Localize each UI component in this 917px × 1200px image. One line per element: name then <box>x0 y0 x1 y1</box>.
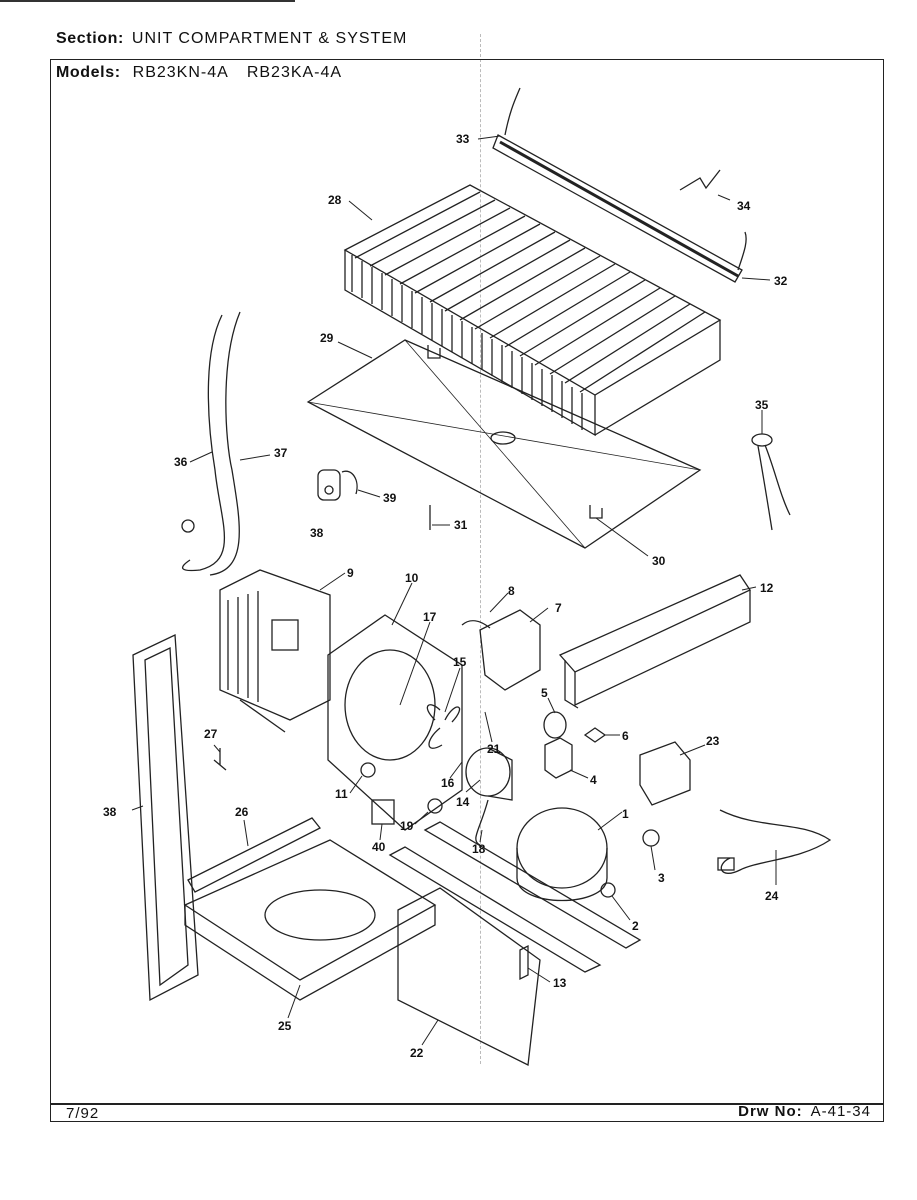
callout-32: 32 <box>774 274 788 288</box>
bracket-13 <box>519 944 529 981</box>
callout-19: 19 <box>400 819 414 833</box>
callout-33: 33 <box>456 132 470 146</box>
drain-tubes <box>181 311 241 576</box>
model-2: RB23KA-4A <box>246 64 343 81</box>
callout-26: 26 <box>235 805 249 819</box>
footer-divider <box>50 1103 884 1105</box>
callout-35: 35 <box>755 398 769 412</box>
revision-date: 7/92 <box>66 1105 100 1122</box>
callout-21: 21 <box>487 742 501 756</box>
screw-27 <box>213 748 227 771</box>
cabinet-gasket <box>132 634 199 1002</box>
callout-7: 7 <box>555 601 562 615</box>
callout-27: 27 <box>204 727 218 741</box>
callout-24: 24 <box>765 889 779 903</box>
callout-13: 13 <box>553 976 567 990</box>
callout-38: 38 <box>310 526 324 540</box>
top-rule <box>0 0 295 2</box>
callout-17: 17 <box>423 610 437 624</box>
condenser-fan-shroud <box>327 614 463 831</box>
callout-6: 6 <box>622 729 629 743</box>
callout-23: 23 <box>706 734 720 748</box>
evaporator-coil <box>343 184 722 437</box>
models-label: Models: <box>56 64 121 81</box>
overload-5 <box>543 711 567 739</box>
callout-39: 39 <box>383 491 397 505</box>
callout-29: 29 <box>320 331 334 345</box>
callout-40: 40 <box>372 840 386 854</box>
drawing-number: A-41-34 <box>810 1103 871 1120</box>
wire-18 <box>475 799 489 846</box>
callout-5: 5 <box>541 686 548 700</box>
callout-28: 28 <box>328 193 342 207</box>
nut-19 <box>427 798 443 814</box>
callout-15: 15 <box>453 655 467 669</box>
drain-grommet <box>317 469 358 501</box>
callout-1: 1 <box>622 807 629 821</box>
callout-31: 31 <box>454 518 468 532</box>
callout-labels: 33 34 32 28 29 35 36 37 38 39 31 30 9 10… <box>103 132 788 1060</box>
callout-34: 34 <box>737 199 751 213</box>
callout-8: 8 <box>508 584 515 598</box>
callout-9: 9 <box>347 566 354 580</box>
defrost-thermostat <box>751 433 791 531</box>
grommet-3 <box>642 829 660 847</box>
callout-10: 10 <box>405 571 419 585</box>
relay-cover <box>461 609 541 691</box>
clip-6 <box>583 727 607 743</box>
drain-pan-base <box>183 817 437 1001</box>
callout-12: 12 <box>760 581 774 595</box>
callout-36: 36 <box>174 455 188 469</box>
drawing-number-block: Drw No: A-41-34 <box>738 1103 871 1120</box>
section-title: Section: UNIT COMPARTMENT & SYSTEM <box>56 30 407 48</box>
defrost-heater-tube <box>492 87 747 283</box>
section-label: Section: <box>56 30 124 47</box>
power-cord <box>717 809 832 874</box>
capacitor-40 <box>371 799 395 825</box>
callout-2: 2 <box>632 919 639 933</box>
callout-38-gasket: 38 <box>103 805 117 819</box>
evaporator-drain-pan <box>306 339 702 549</box>
callout-22: 22 <box>410 1046 424 1060</box>
callout-3: 3 <box>658 871 665 885</box>
condenser-coil <box>219 569 331 733</box>
leader-lines <box>131 135 777 1046</box>
wire-34 <box>679 169 721 191</box>
drawing-label: Drw No: <box>738 1103 803 1120</box>
access-panel <box>397 887 541 1066</box>
mount-2 <box>600 882 616 898</box>
fan-blade <box>426 704 461 749</box>
nut-11 <box>360 762 376 778</box>
callout-37: 37 <box>274 446 288 460</box>
condenser-fan-motor <box>465 747 513 801</box>
rear-cover-panel <box>558 574 751 709</box>
callout-25: 25 <box>278 1019 292 1033</box>
callout-11: 11 <box>335 787 348 801</box>
callout-4: 4 <box>590 773 597 787</box>
compressor <box>516 807 608 902</box>
callout-18: 18 <box>472 842 486 856</box>
section-value: UNIT COMPARTMENT & SYSTEM <box>131 30 408 47</box>
defrost-timer <box>639 741 691 806</box>
page-fold-line <box>480 34 481 1064</box>
compressor-mount-rails <box>388 821 642 973</box>
callout-30: 30 <box>652 554 666 568</box>
callout-14: 14 <box>456 795 470 809</box>
callout-16: 16 <box>441 776 455 790</box>
diagram-frame <box>50 59 884 1122</box>
models-line: Models: RB23KN-4A RB23KA-4A <box>56 64 342 82</box>
model-1: RB23KN-4A <box>132 64 229 81</box>
relay-4 <box>544 737 573 779</box>
